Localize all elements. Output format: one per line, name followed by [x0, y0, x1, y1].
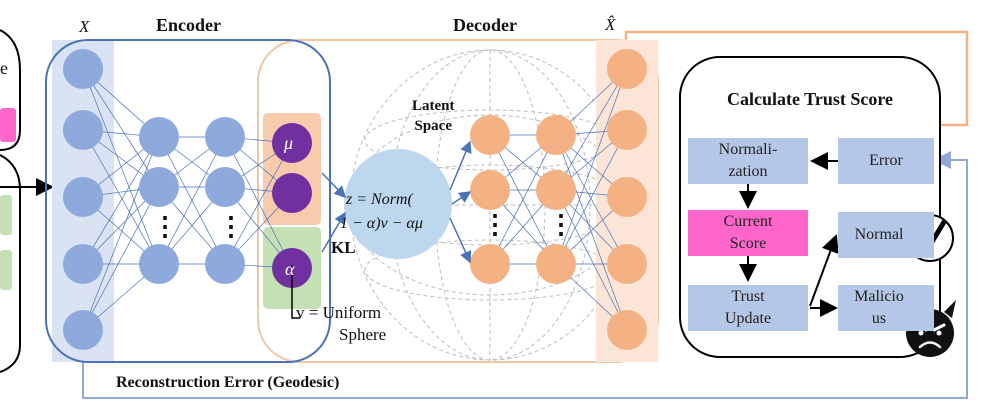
normalization-box: Normali- zation — [688, 138, 808, 184]
connection-edge — [158, 136, 226, 265]
trust-panel-title: Calculate Trust Score — [727, 89, 893, 109]
connection-edge — [555, 68, 628, 191]
uniform-sphere-label: v = Uniform Sphere — [296, 302, 386, 346]
input-node — [63, 177, 103, 217]
reconstruction-error-label: Reconstruction Error (Geodesic) — [116, 374, 340, 391]
normalization-line2: zation — [728, 163, 768, 180]
output-node — [607, 310, 647, 350]
current-score-line1: Current — [723, 213, 773, 230]
alpha-symbol: α — [285, 259, 295, 279]
trust-panel-arrows — [739, 152, 839, 317]
trust-update-box: Trust Update — [688, 285, 808, 331]
latent-arrow-bot — [449, 217, 472, 264]
malicious-line2: us — [871, 310, 887, 327]
trust-update-line2: Update — [724, 310, 772, 327]
decoder-title: Decoder — [453, 15, 517, 35]
encoder-region — [45, 39, 331, 363]
input-node — [63, 244, 103, 284]
connection-edge — [224, 142, 293, 265]
encoder-hidden1-node — [139, 244, 179, 284]
trust-update-line1: Trust — [731, 288, 765, 305]
output-node — [607, 110, 647, 150]
latent-title-line2: Space — [414, 118, 453, 134]
decoder-hidden1-node — [470, 244, 510, 284]
mu-symbol: μ — [284, 133, 294, 153]
connection-edge — [489, 134, 557, 265]
current-score-line2: Score — [729, 235, 767, 252]
decoder-hidden1-node — [470, 115, 510, 155]
latent-title-line1: Latent — [412, 98, 455, 114]
connection-edge — [82, 136, 160, 265]
encoder-hidden1-node — [139, 117, 179, 157]
uniform-line2: Sphere — [339, 325, 387, 344]
decoder-hidden2-node — [536, 244, 576, 284]
input-node — [63, 49, 103, 89]
input-node — [63, 110, 103, 150]
input-node — [63, 310, 103, 350]
uniform-line1: v = Uniform — [296, 303, 382, 322]
connection-edge — [555, 189, 628, 331]
ellipsis-decoder-1: ⋮ — [482, 210, 508, 239]
current-score-box: Current Score — [688, 210, 808, 256]
ellipsis-encoder-1: ⋮ — [152, 212, 178, 241]
equation-line1: z = Norm( — [346, 191, 413, 208]
encoder-hidden2-node — [205, 167, 245, 207]
normal-label: Normal — [854, 226, 904, 243]
connection-edge — [555, 68, 628, 265]
ellipsis-encoder-2: ⋮ — [218, 212, 244, 241]
encoder-title: Encoder — [156, 15, 221, 35]
reconstruction-error-path — [82, 151, 968, 399]
latent-bubble — [344, 149, 452, 259]
uniform-v-arrow — [291, 265, 300, 319]
equation-line2: 1 − α)v − αμ — [340, 215, 423, 232]
decoder-hidden1-node — [470, 170, 510, 210]
connection-edge — [555, 134, 628, 265]
output-node — [607, 177, 647, 217]
latent-space-title: Latent Space — [412, 96, 455, 136]
malicious-line1: Malicio — [854, 288, 904, 305]
connection-edge — [555, 134, 628, 331]
encoder-hidden1-node — [139, 167, 179, 207]
connection-edge — [82, 129, 160, 265]
connection-edge — [555, 129, 628, 265]
latent-arrow-top — [449, 140, 472, 191]
connection-edge — [82, 186, 160, 331]
mu-node — [272, 173, 312, 213]
connection-edge — [82, 68, 160, 265]
input-label: X — [79, 17, 90, 36]
trust-panel — [679, 56, 941, 358]
error-box: Error — [838, 138, 934, 184]
encoder-hidden2-node — [205, 244, 245, 284]
connection-edge — [82, 68, 160, 188]
malicious-box: Malicio us — [838, 285, 934, 331]
connection-edge — [82, 136, 160, 331]
network-nodes — [63, 49, 647, 350]
normalization-line1: Normali- — [718, 141, 778, 158]
output-node — [607, 49, 647, 89]
decoder-hidden2-node — [536, 170, 576, 210]
decoder-hidden2-node — [536, 115, 576, 155]
output-feedback-path — [624, 30, 969, 127]
alpha-arrow — [321, 211, 346, 253]
output-label: X̂ — [605, 15, 616, 34]
mu-node — [272, 123, 312, 163]
output-node — [607, 244, 647, 284]
latent-arrow-mid — [451, 191, 472, 205]
encoder-hidden2-node — [205, 117, 245, 157]
left-partial-text: e — [0, 58, 8, 78]
kl-label: KL — [331, 238, 356, 257]
connection-edge — [224, 136, 293, 269]
normal-box: Normal — [838, 212, 934, 258]
latent-equation: z = Norm( 1 − α)v − αμ — [340, 188, 423, 236]
ellipsis-decoder-2: ⋮ — [548, 210, 574, 239]
error-label: Error — [869, 152, 903, 169]
left-partial-panel — [0, 29, 54, 373]
kl-arrow — [321, 172, 347, 199]
